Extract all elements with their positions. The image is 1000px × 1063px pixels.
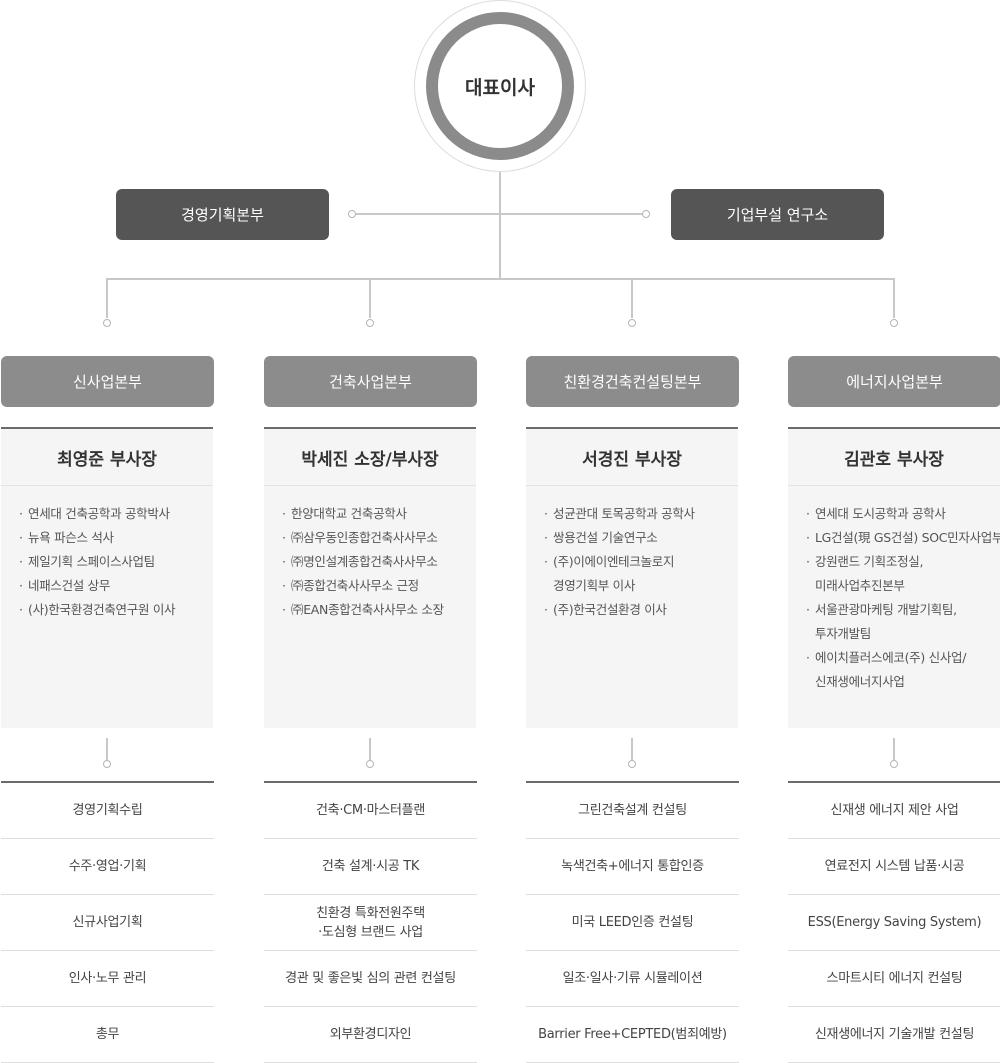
planning-headquarters-label: 경영기획본부	[181, 206, 264, 224]
division-box: 신사업본부	[1, 356, 214, 407]
division-name: 에너지사업본부	[846, 373, 943, 391]
career-item: 연세대 건축공학과 공학박사	[19, 502, 213, 526]
division-box: 친환경건축컨설팅본부	[526, 356, 739, 407]
division-head-name: 김관호 부사장	[788, 429, 1000, 486]
duties-connector-dot	[103, 760, 111, 768]
division-drop-line	[631, 278, 633, 318]
duty-item: 외부환경디자인	[264, 1007, 477, 1063]
duty-item: 경관 및 좋은빛 심의 관련 컨설팅	[264, 951, 477, 1007]
division-head-profile: 최영준 부사장연세대 건축공학과 공학박사뉴욕 파슨스 석사제일기획 스페이스사…	[1, 427, 213, 728]
ceo-title: 대표이사	[465, 76, 535, 99]
duties-drop-line	[631, 738, 633, 760]
division-drop-line	[893, 278, 895, 318]
division-box: 에너지사업본부	[788, 356, 1000, 407]
career-item: 서울관광마케팅 개발기획팀,투자개발팀	[806, 598, 1000, 646]
research-institute-box: 기업부설 연구소	[671, 189, 884, 240]
duty-item: 일조·일사·기류 시뮬레이션	[526, 951, 739, 1007]
duty-item: 인사·노무 관리	[1, 951, 214, 1007]
duty-item: 친환경 특화전원주택·도심형 브랜드 사업	[264, 895, 477, 951]
career-item: 뉴욕 파슨스 석사	[19, 526, 213, 550]
career-item: (사)한국환경건축연구원 이사	[19, 598, 213, 622]
duties-drop-line	[369, 738, 371, 760]
duty-item: 경영기획수립	[1, 783, 214, 839]
duty-item: 신재생에너지 기술개발 컨설팅	[788, 1007, 1000, 1063]
division-head-name: 최영준 부사장	[1, 429, 213, 486]
planning-headquarters-box: 경영기획본부	[116, 189, 329, 240]
career-item: 연세대 도시공학과 공학사	[806, 502, 1000, 526]
division-name: 신사업본부	[72, 373, 142, 391]
division-connector-dot	[366, 319, 374, 327]
career-item: ㈜EAN종합건축사사무소 소장	[282, 598, 476, 622]
career-list: 연세대 건축공학과 공학박사뉴욕 파슨스 석사제일기획 스페이스사업팀네패스건설…	[1, 486, 213, 622]
division-head-name: 서경진 부사장	[526, 429, 738, 486]
career-item: ㈜삼우동인종합건축사사무소	[282, 526, 476, 550]
duty-item: 그린건축설계 컨설팅	[526, 783, 739, 839]
research-institute-label: 기업부설 연구소	[726, 206, 829, 224]
duty-item: 총무	[1, 1007, 214, 1063]
duty-item: 건축·CM·마스터플랜	[264, 783, 477, 839]
career-item: 네패스건설 상무	[19, 574, 213, 598]
career-list: 연세대 도시공학과 공학사LG건설(現 GS건설) SOC민자사업부강원랜드 기…	[788, 486, 1000, 694]
duty-item: Barrier Free+CEPTED(범죄예방)	[526, 1007, 739, 1063]
duty-item: 신재생 에너지 제안 사업	[788, 783, 1000, 839]
duty-item: 녹색건축+에너지 통합인증	[526, 839, 739, 895]
ceo-vertical-line	[499, 172, 501, 278]
division-head-profile: 박세진 소장/부사장한양대학교 건축공학사㈜삼우동인종합건축사사무소㈜명인설계종…	[264, 427, 476, 728]
division-head-profile: 서경진 부사장성균관대 토목공학과 공학사쌍용건설 기술연구소(주)이에이엔테크…	[526, 427, 738, 728]
career-item: 에이치플러스에코(주) 신사업/신재생에너지사업	[806, 646, 1000, 694]
division-head-profile: 김관호 부사장연세대 도시공학과 공학사LG건설(現 GS건설) SOC민자사업…	[788, 427, 1000, 728]
duty-item: 미국 LEED인증 컨설팅	[526, 895, 739, 951]
career-item: 제일기획 스페이스사업팀	[19, 550, 213, 574]
top-horizontal-line	[356, 213, 642, 215]
division-name: 건축사업본부	[329, 373, 412, 391]
ceo-node: 대표이사	[426, 12, 574, 160]
division-drop-line	[369, 278, 371, 318]
division-connector-dot	[628, 319, 636, 327]
career-item: 한양대학교 건축공학사	[282, 502, 476, 526]
career-item: 쌍용건설 기술연구소	[544, 526, 738, 550]
division-box: 건축사업본부	[264, 356, 477, 407]
connector-dot-right	[642, 210, 650, 218]
duties-connector-dot	[628, 760, 636, 768]
division-connector-dot	[890, 319, 898, 327]
career-item: ㈜명인설계종합건축사사무소	[282, 550, 476, 574]
duty-item: ESS(Energy Saving System)	[788, 895, 1000, 951]
division-connector-dot	[103, 319, 111, 327]
career-item: ㈜종합건축사사무소 근정	[282, 574, 476, 598]
career-item: LG건설(現 GS건설) SOC민자사업부	[806, 526, 1000, 550]
connector-dot-left	[348, 210, 356, 218]
duty-item: 수주·영업·기획	[1, 839, 214, 895]
duties-connector-dot	[890, 760, 898, 768]
career-item: 강원랜드 기획조정실,미래사업추진본부	[806, 550, 1000, 598]
division-name: 친환경건축컨설팅본부	[563, 373, 702, 391]
duties-drop-line	[893, 738, 895, 760]
career-list: 한양대학교 건축공학사㈜삼우동인종합건축사사무소㈜명인설계종합건축사사무소㈜종합…	[264, 486, 476, 622]
division-drop-line	[106, 278, 108, 318]
duty-item: 건축 설계·시공 TK	[264, 839, 477, 895]
career-item: 성균관대 토목공학과 공학사	[544, 502, 738, 526]
division-horizontal-line	[106, 278, 894, 280]
duty-item: 스마트시티 에너지 컨설팅	[788, 951, 1000, 1007]
division-head-name: 박세진 소장/부사장	[264, 429, 476, 486]
duty-item: 신규사업기획	[1, 895, 214, 951]
duties-connector-dot	[366, 760, 374, 768]
duties-drop-line	[106, 738, 108, 760]
career-item: (주)한국건설환경 이사	[544, 598, 738, 622]
career-list: 성균관대 토목공학과 공학사쌍용건설 기술연구소(주)이에이엔테크놀로지경영기획…	[526, 486, 738, 622]
duty-item: 연료전지 시스템 납품·시공	[788, 839, 1000, 895]
